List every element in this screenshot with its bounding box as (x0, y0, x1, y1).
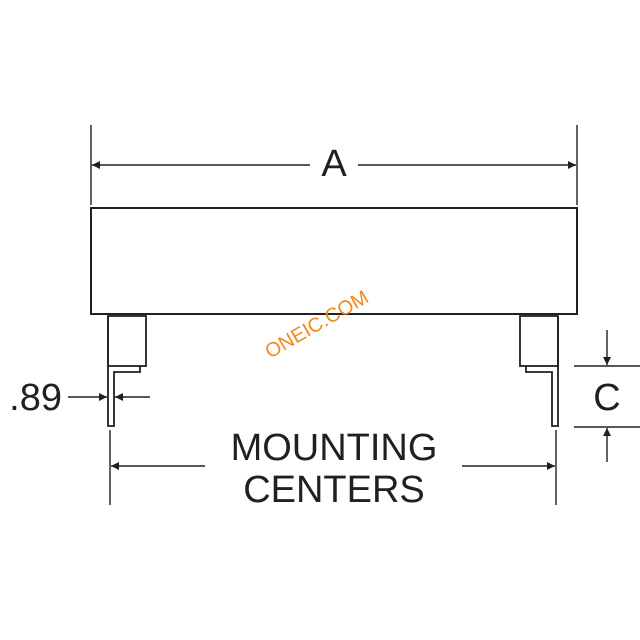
dimension-a (90, 125, 578, 205)
lead-thickness-label: .89 (9, 377, 62, 419)
component-body (90, 207, 578, 315)
dimension-a-label: A (321, 143, 347, 185)
left-lead (107, 315, 147, 427)
watermark: ONEIC.COM (261, 286, 372, 363)
mounting-centers-label-line2: CENTERS (243, 469, 425, 511)
mounting-centers-label-line1: MOUNTING (231, 427, 438, 469)
dimension-mounting-centers (109, 430, 557, 505)
right-lead (519, 315, 559, 427)
dimension-c (574, 330, 640, 462)
dimension-c-label: C (593, 377, 620, 419)
